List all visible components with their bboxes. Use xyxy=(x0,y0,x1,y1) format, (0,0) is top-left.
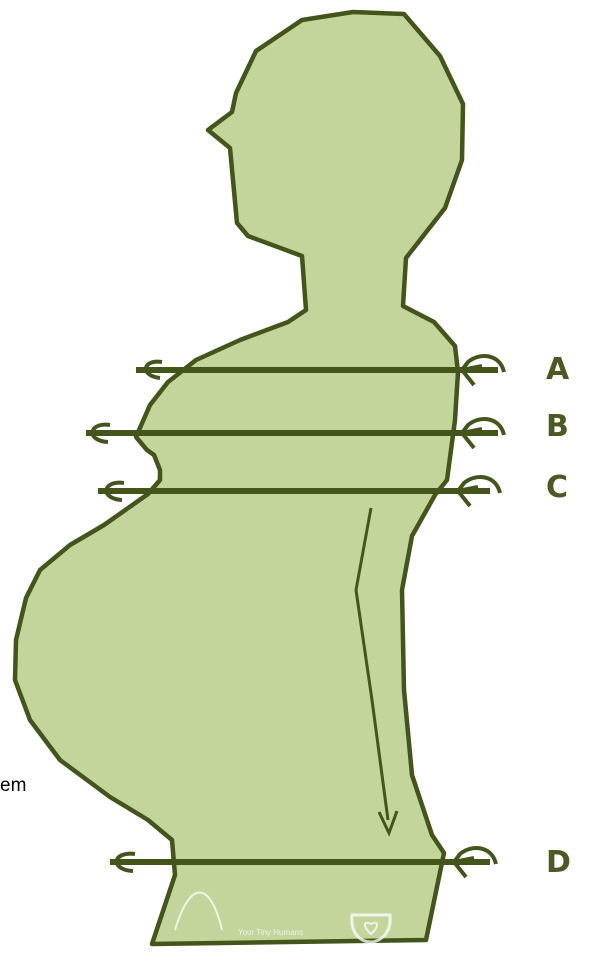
label-d: D xyxy=(546,848,571,878)
cropped-side-text: em xyxy=(0,775,26,797)
label-b: B xyxy=(546,412,569,442)
label-a: A xyxy=(546,355,569,385)
label-c: C xyxy=(546,473,568,503)
pregnant-silhouette xyxy=(15,12,463,944)
watermark-text: Your Tiny Humans xyxy=(238,928,303,938)
